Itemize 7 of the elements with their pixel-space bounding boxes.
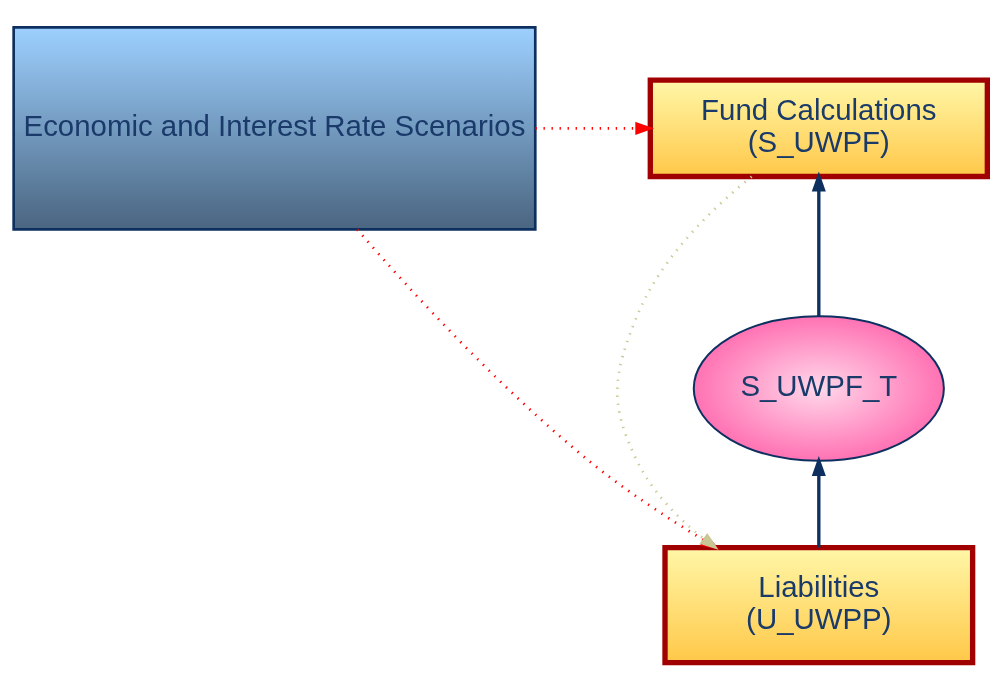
arrow [811, 455, 826, 548]
node-box: Liabilities (U_UWPP) [662, 544, 976, 665]
node-box: Fund Calculations (S_UWPF) [647, 77, 990, 179]
node-box: Economic and Interest Rate Scenarios [12, 25, 537, 231]
arrow [811, 170, 826, 316]
node-ellipse: S_UWPF_T [692, 314, 945, 462]
arrow [535, 121, 655, 135]
